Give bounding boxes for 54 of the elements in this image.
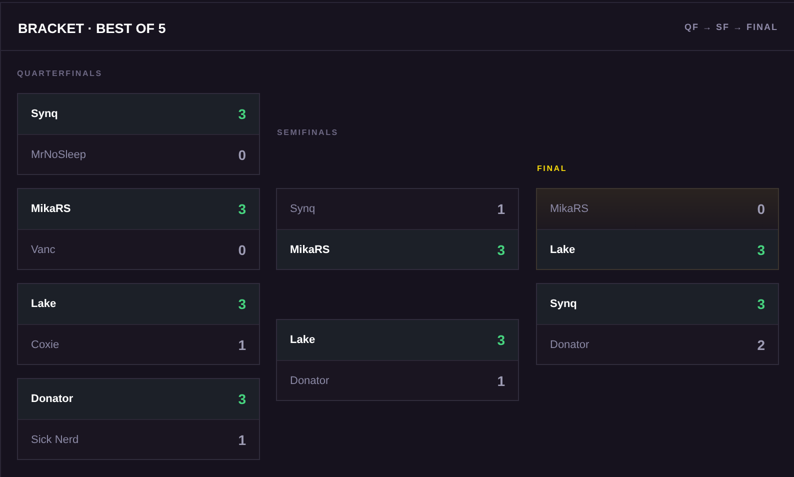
score: 3 (757, 242, 765, 258)
team-name: Lake (290, 334, 316, 346)
team-row (537, 229, 778, 269)
round-heading: SEMIFINALS (277, 128, 338, 138)
team-name: MikaRS (31, 203, 71, 215)
match-card (276, 319, 519, 401)
team-name: Donator (550, 338, 590, 350)
team-row (18, 189, 259, 229)
team-row (277, 320, 518, 360)
score: 0 (238, 146, 246, 162)
team-name: Synq (550, 298, 577, 310)
score: 1 (497, 372, 505, 388)
team-row (18, 94, 259, 134)
score: 1 (238, 432, 246, 448)
team-name: Donator (31, 393, 74, 405)
match-card (17, 378, 260, 460)
route-label: QF → SF → FINAL (684, 22, 778, 32)
team-name: Coxie (31, 338, 60, 350)
match-card (536, 283, 779, 365)
title: BRACKET · BEST OF 5 (18, 21, 166, 37)
team-name: Synq (290, 203, 316, 215)
score: 3 (238, 296, 246, 312)
score: 3 (238, 106, 246, 122)
score: 3 (757, 296, 765, 312)
team-name: Sick Nerd (31, 434, 79, 446)
team-name: Lake (31, 298, 56, 310)
round-heading: QUARTERFINALS (17, 69, 102, 79)
score: 3 (238, 391, 246, 407)
team-name: Donator (290, 374, 330, 386)
team-row (18, 379, 259, 419)
match-card (536, 188, 779, 270)
team-name: MikaRS (290, 244, 330, 256)
team-row (537, 284, 778, 324)
score: 1 (238, 336, 246, 352)
score: 1 (497, 201, 505, 217)
score: 2 (757, 336, 765, 352)
match-card (17, 188, 260, 270)
score: 0 (757, 201, 765, 217)
score: 3 (497, 332, 505, 348)
score: 3 (497, 242, 505, 258)
score: 3 (238, 201, 246, 217)
team-name: Synq (31, 108, 58, 120)
team-name: Lake (550, 244, 576, 256)
team-row (277, 229, 518, 269)
team-name: MrNoSleep (31, 148, 86, 160)
team-name: Vanc (31, 244, 56, 256)
score: 0 (238, 242, 246, 258)
team-row (537, 189, 778, 229)
match-card (17, 283, 260, 365)
round-heading: FINAL (537, 164, 568, 174)
team-name: MikaRS (550, 203, 589, 215)
match-card (276, 188, 519, 270)
match-card (17, 93, 260, 175)
team-row (18, 284, 259, 324)
